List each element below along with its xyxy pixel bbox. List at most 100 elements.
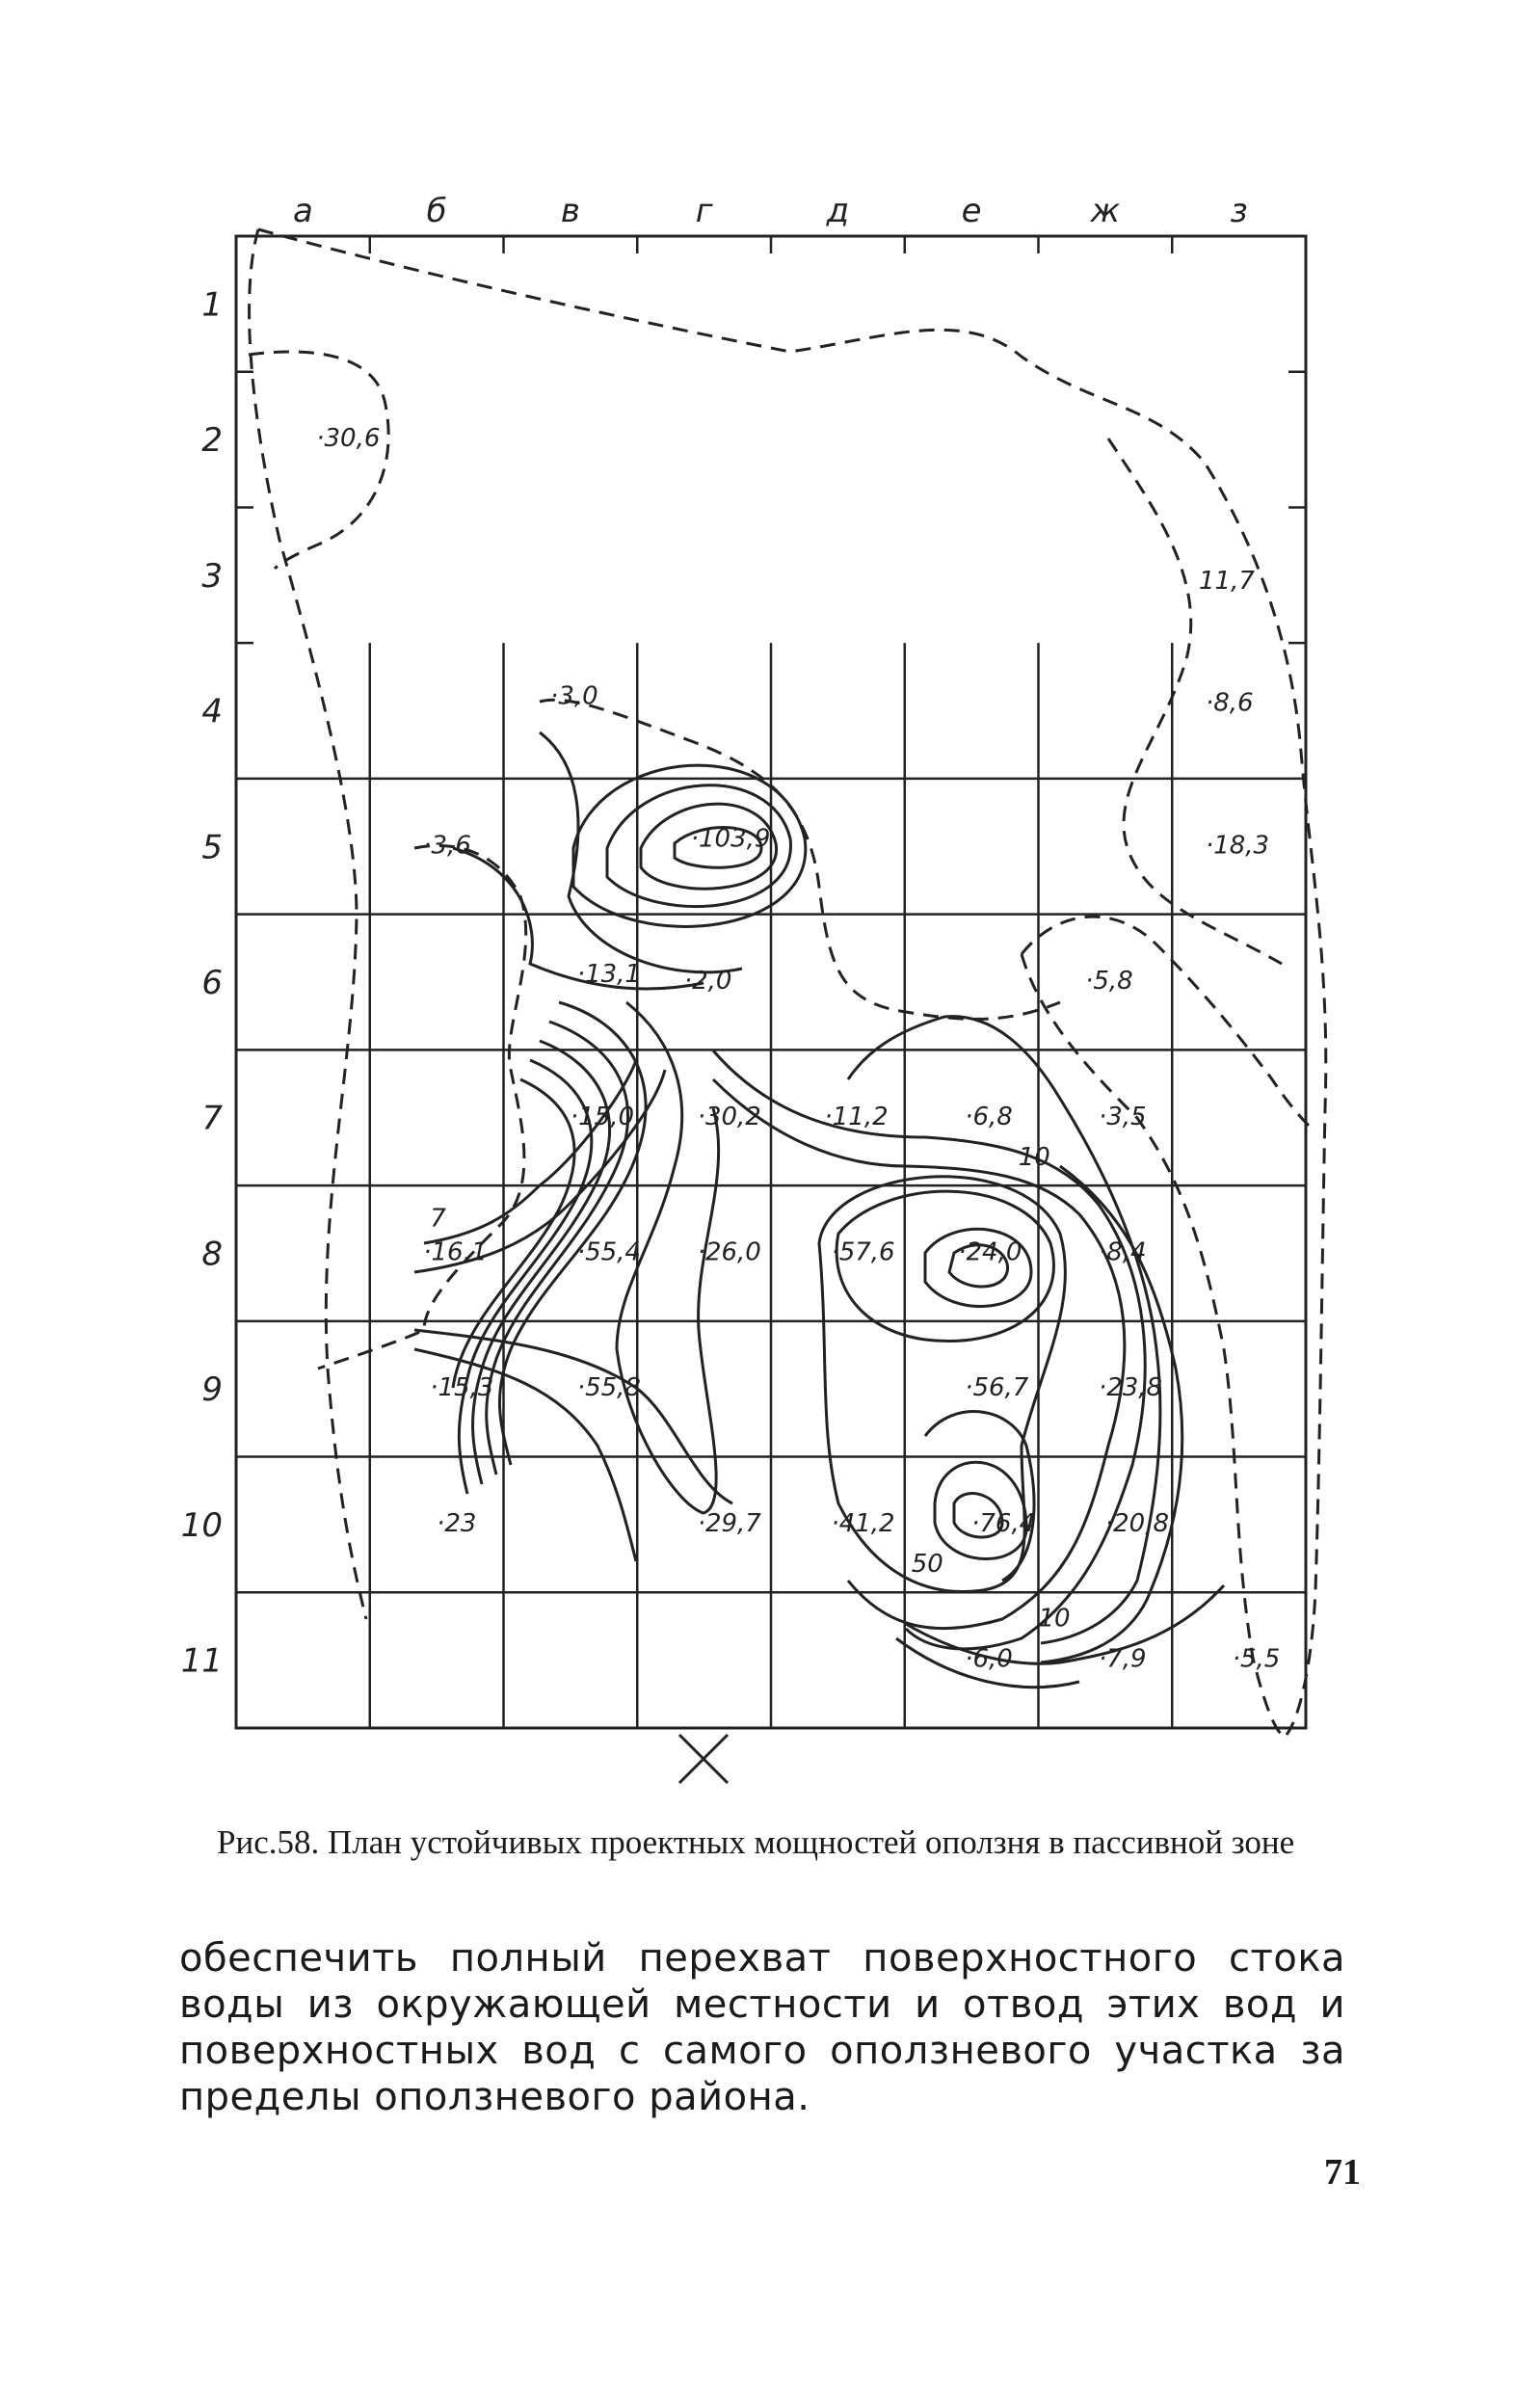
isoline-label: 50 bbox=[912, 1550, 943, 1579]
column-label: г bbox=[696, 192, 714, 230]
isoline bbox=[711, 1077, 1127, 1631]
isoline bbox=[413, 1328, 733, 1505]
thickness-value: ·55,4 bbox=[577, 1237, 641, 1266]
thickness-value: ·3,5 bbox=[1099, 1103, 1147, 1131]
south-east-boundary bbox=[1020, 953, 1284, 1737]
row-label: 5 bbox=[201, 828, 223, 866]
row-label: 2 bbox=[201, 421, 223, 460]
isoline bbox=[423, 1059, 638, 1245]
row-label: 7 bbox=[201, 1100, 223, 1138]
row-label: 10 bbox=[181, 1506, 223, 1545]
column-label: е bbox=[962, 192, 982, 230]
thickness-value: ·30,6 bbox=[316, 424, 380, 453]
isoline-label: 10 bbox=[1039, 1604, 1071, 1633]
thickness-value: ·16,1 bbox=[423, 1237, 487, 1266]
row-label: 3 bbox=[201, 557, 223, 596]
figure-caption: Рис.58. План устойчивых проектных мощнос… bbox=[217, 1823, 1295, 1861]
thickness-value: ·8,4 bbox=[1099, 1237, 1147, 1266]
row-label: 9 bbox=[201, 1370, 223, 1409]
row-label: 8 bbox=[201, 1235, 223, 1273]
isoline bbox=[497, 1000, 648, 1466]
central-boundary bbox=[539, 698, 1061, 1021]
isoline bbox=[895, 1636, 1080, 1689]
thickness-value: ·5,5 bbox=[1233, 1645, 1281, 1674]
west-central-boundary bbox=[317, 843, 528, 1370]
thickness-value: ·18,3 bbox=[1206, 831, 1269, 860]
isoline-label: 10 bbox=[1019, 1143, 1050, 1172]
isoline bbox=[1040, 1164, 1184, 1664]
isoline-label: 7 bbox=[430, 1204, 446, 1233]
body-paragraph: обеспечить полный перехват поверхностног… bbox=[179, 1936, 1345, 2119]
thickness-value: ·3,0 bbox=[550, 682, 598, 711]
isoline bbox=[457, 1058, 594, 1495]
thickness-value: ·24,0 bbox=[958, 1237, 1022, 1266]
thickness-value: ·103,9 bbox=[691, 824, 771, 853]
map-svg: а б в г д е ж з 1 2 3 4 5 6 7 8 9 10 11 ·30,6 11,7 ·8,6 ·3,0 ·1… bbox=[181, 192, 1328, 1785]
thickness-value: ·2,0 bbox=[684, 967, 732, 996]
thickness-value: ·8,6 bbox=[1206, 689, 1254, 718]
thickness-value: ·41,2 bbox=[831, 1509, 894, 1538]
row-label: 6 bbox=[201, 964, 223, 1002]
thickness-value: ·5,8 bbox=[1085, 967, 1133, 996]
isoline bbox=[711, 1050, 1147, 1651]
isoline bbox=[485, 1020, 630, 1476]
thickness-value: ·15,3 bbox=[430, 1373, 493, 1402]
column-label: з bbox=[1231, 192, 1248, 230]
isoline bbox=[413, 1069, 667, 1274]
row-label: 11 bbox=[181, 1642, 223, 1681]
thickness-value: ·15,0 bbox=[571, 1103, 634, 1131]
isoline bbox=[817, 1175, 1067, 1593]
isoline bbox=[471, 1039, 612, 1485]
isoline bbox=[905, 1583, 1226, 1665]
row-label: 1 bbox=[201, 285, 223, 324]
column-label: д bbox=[826, 192, 850, 230]
thickness-value: ·6,8 bbox=[965, 1103, 1013, 1131]
isoline bbox=[451, 1077, 576, 1389]
thickness-value: ·7,9 bbox=[1099, 1645, 1147, 1674]
thickness-value: ·26,0 bbox=[698, 1237, 761, 1266]
isoline bbox=[605, 784, 792, 909]
thickness-value: ·13,1 bbox=[577, 960, 641, 989]
column-label: а bbox=[293, 192, 313, 230]
isoline bbox=[923, 1227, 1033, 1308]
isoline bbox=[539, 731, 743, 974]
thickness-value: ·23 bbox=[437, 1509, 476, 1538]
map-labels: а б в г д е ж з 1 2 3 4 5 6 7 8 9 10 11 ·30,6 11,7 ·8,6 ·3,0 ·1… bbox=[181, 192, 1281, 1681]
thickness-value: 11,7 bbox=[1199, 567, 1255, 596]
isoline bbox=[639, 802, 778, 891]
isoline bbox=[933, 1460, 1028, 1560]
isoline bbox=[571, 763, 808, 928]
thickness-value: ·55,8 bbox=[577, 1373, 641, 1402]
column-label: ж bbox=[1090, 192, 1121, 230]
isoline bbox=[673, 826, 763, 869]
cross-marker bbox=[677, 1733, 730, 1785]
isoline bbox=[923, 1410, 1036, 1582]
isoline bbox=[452, 846, 704, 991]
thickness-value: ·3,6 bbox=[423, 831, 471, 860]
thickness-value: ·29,7 bbox=[698, 1509, 762, 1538]
column-label: б bbox=[427, 192, 447, 230]
row-label: 4 bbox=[201, 693, 223, 731]
nw-lobe-boundary bbox=[248, 350, 390, 571]
thickness-value: ·56,7 bbox=[965, 1373, 1029, 1402]
thickness-value: ·30,2 bbox=[698, 1103, 761, 1131]
isolines bbox=[413, 731, 1226, 1689]
isoline bbox=[952, 1492, 1004, 1539]
isoline bbox=[835, 1189, 1055, 1343]
thickness-value: ·20,8 bbox=[1105, 1509, 1169, 1538]
isoline bbox=[947, 1243, 1009, 1289]
thickness-value: ·11,2 bbox=[825, 1103, 889, 1131]
isoline bbox=[413, 1347, 638, 1562]
page-number: 71 bbox=[1324, 2152, 1361, 2193]
column-label: в bbox=[561, 192, 580, 230]
outer-boundary bbox=[257, 227, 1328, 1736]
thickness-value: ·23,8 bbox=[1099, 1373, 1162, 1402]
thickness-value: ·57,6 bbox=[831, 1237, 894, 1266]
landslide-thickness-map: а б в г д е ж з 1 2 3 4 5 6 7 8 9 10 11 ·30,6 11,7 ·8,6 ·3,0 ·1… bbox=[181, 192, 1328, 1785]
thickness-value: ·76,4 bbox=[971, 1509, 1035, 1538]
thickness-value: ·6,0 bbox=[965, 1645, 1013, 1674]
map-grid bbox=[234, 234, 1308, 1730]
east-inner-boundary bbox=[1106, 438, 1283, 966]
zone-boundaries bbox=[248, 227, 1328, 1737]
isoline bbox=[615, 1000, 721, 1515]
